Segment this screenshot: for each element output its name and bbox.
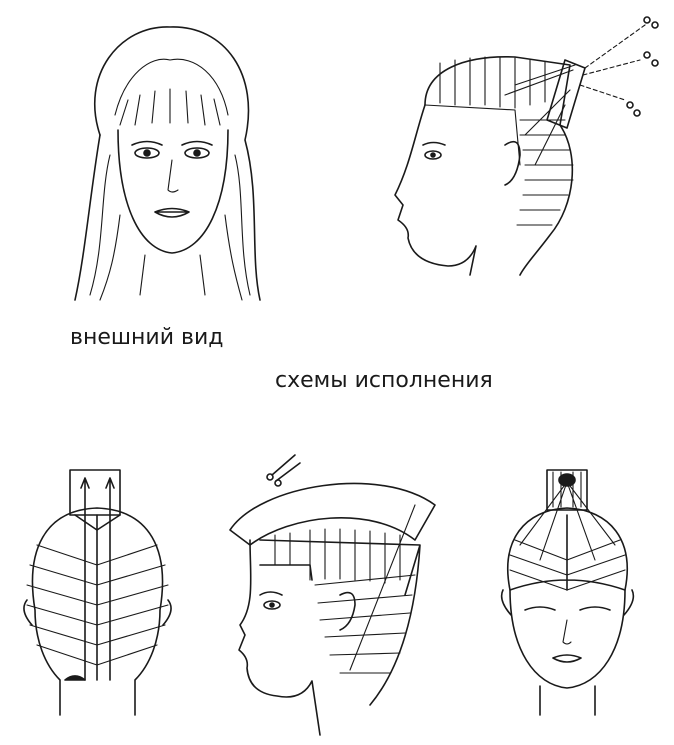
caption-schemes: схемы исполнения (275, 368, 493, 393)
caption-appearance: внешний вид (70, 325, 224, 350)
profile-cutting-scheme (394, 16, 659, 276)
back-head-scheme (23, 469, 172, 716)
front-face-appearance (74, 26, 261, 301)
side-head-scheme (229, 454, 436, 736)
front-head-scheme (500, 469, 635, 716)
